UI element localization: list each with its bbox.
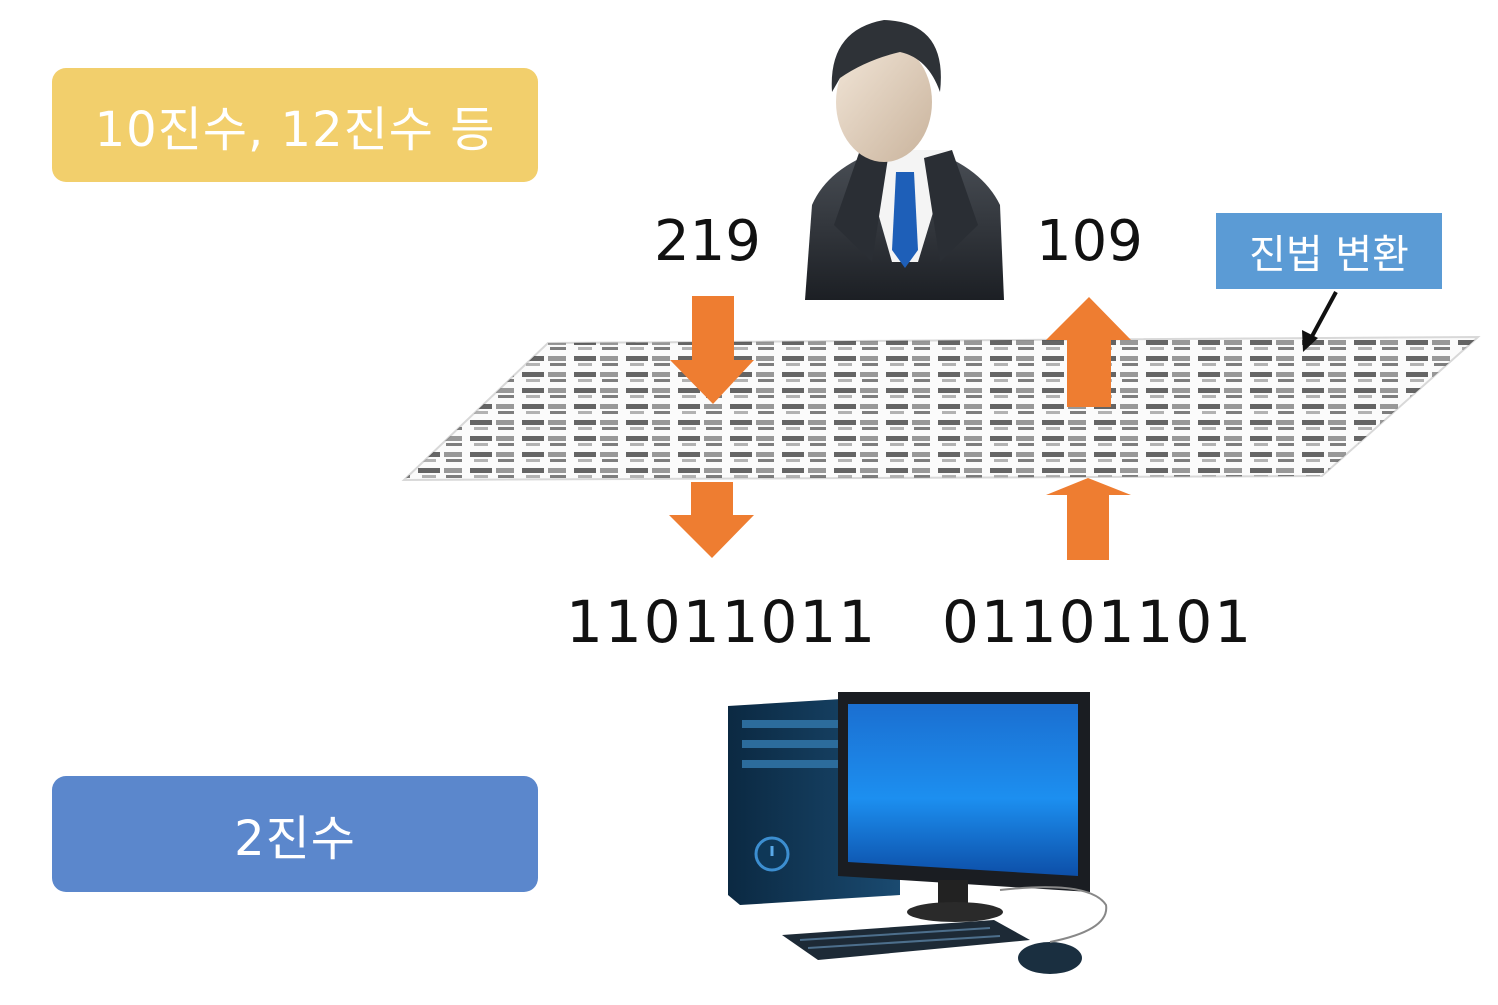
- binary-output-number: 01101101: [942, 588, 1254, 656]
- decimal-output-number: 109: [1036, 209, 1143, 274]
- desktop-computer-icon: [728, 692, 1108, 974]
- binary-input-number: 11011011: [566, 588, 878, 656]
- decimal-input-number: 219: [654, 209, 761, 274]
- decimal-label-text: 10진수, 12진수 등: [94, 102, 496, 158]
- sheet-to-binary-arrow-down: [669, 482, 754, 558]
- businessman-icon: [805, 20, 1004, 300]
- decimal-label-box: 10진수, 12진수 등: [52, 68, 538, 182]
- binary-label-text: 2진수: [234, 811, 356, 867]
- conversion-table-sheet: [401, 335, 1481, 482]
- decimal-to-sheet-arrow-down: [670, 296, 754, 404]
- binary-label-box: 2진수: [52, 776, 538, 892]
- base-conversion-tag-text: 진법 변환: [1249, 232, 1409, 278]
- binary-to-sheet-arrow-up: [1046, 478, 1131, 560]
- base-conversion-tag: 진법 변환: [1216, 213, 1442, 289]
- tag-pointer-arrow: [1302, 291, 1338, 352]
- sheet-to-decimal-arrow-up: [1046, 297, 1131, 407]
